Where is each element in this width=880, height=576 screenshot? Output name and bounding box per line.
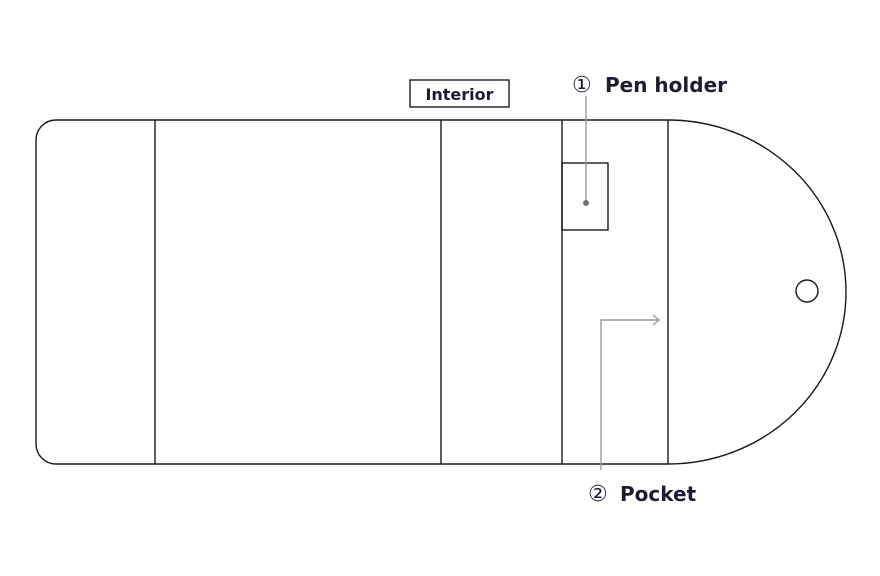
case-outline bbox=[35, 119, 847, 465]
pocket-label: Pocket bbox=[620, 482, 697, 506]
pen-holder-label: Pen holder bbox=[605, 73, 727, 97]
interior-label: Interior bbox=[425, 85, 493, 104]
pocket-number: ② bbox=[588, 482, 608, 507]
pen-holder-dot bbox=[583, 200, 589, 206]
pen-holder-number: ① bbox=[572, 73, 592, 98]
pen-holder bbox=[561, 162, 609, 231]
pocket-leader bbox=[600, 319, 659, 470]
strap-hole bbox=[795, 279, 819, 303]
pocket-arrow-icon bbox=[652, 314, 661, 326]
interior-label-box bbox=[409, 79, 510, 108]
